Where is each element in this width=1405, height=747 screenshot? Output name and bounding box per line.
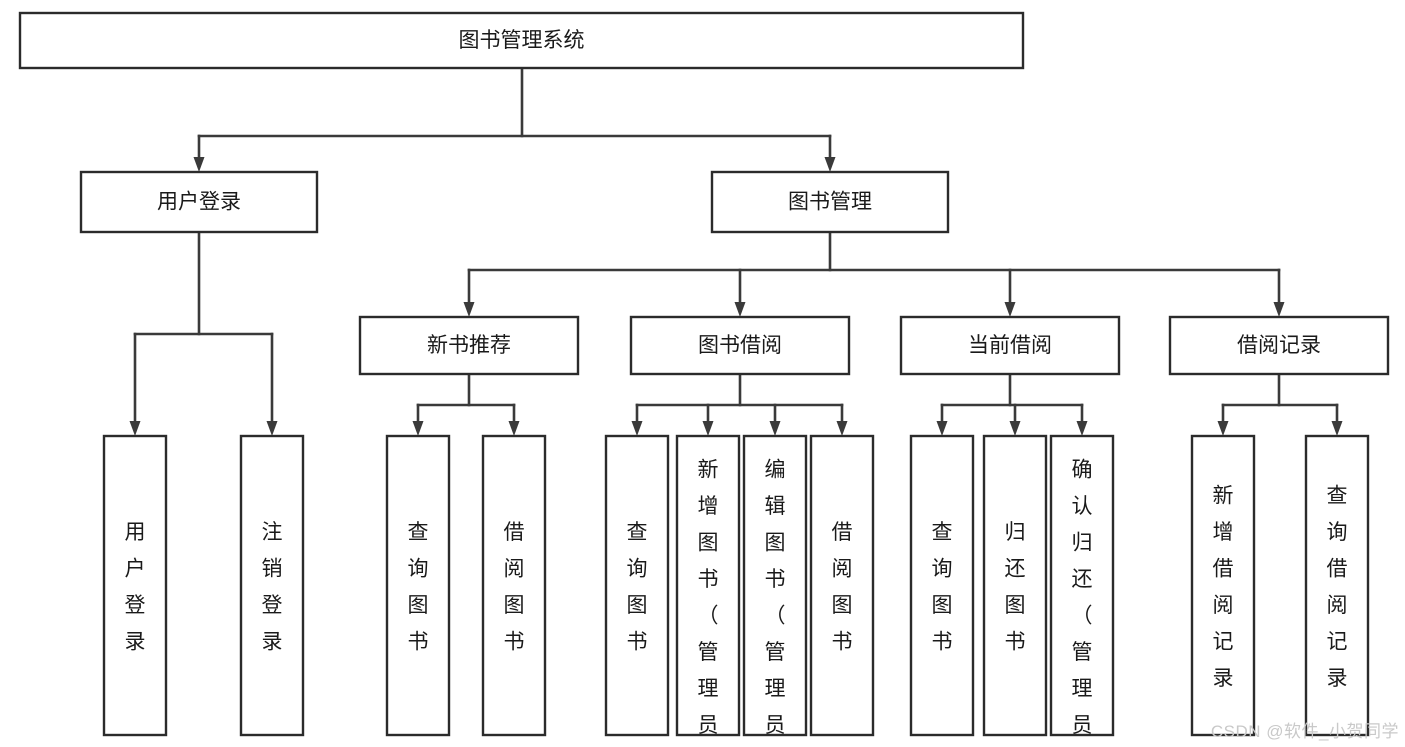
arrow-head-icon bbox=[702, 421, 714, 436]
node-label-book-borrow: 图书借阅 bbox=[698, 334, 782, 357]
node-leaf-confirm-return[interactable]: 确认归还（管理员） bbox=[1049, 434, 1115, 747]
node-label-leaf-user-logout: 注销登录 bbox=[262, 521, 283, 654]
arrow-head-icon bbox=[1273, 302, 1285, 317]
node-label-new-book-rec: 新书推荐 bbox=[427, 334, 511, 357]
arrow-head-icon bbox=[1009, 421, 1021, 436]
arrow-head-icon bbox=[824, 157, 836, 172]
node-box-leaf-borrow-book-1 bbox=[481, 434, 547, 737]
node-label-leaf-query-record: 查询借阅记录 bbox=[1327, 484, 1348, 690]
node-box-book-borrow bbox=[629, 315, 851, 376]
node-box-leaf-query-book-1 bbox=[385, 434, 451, 737]
node-label-leaf-user-login: 用户登录 bbox=[125, 521, 146, 654]
arrow-head-icon bbox=[1004, 302, 1016, 317]
node-label-leaf-add-record: 新增借阅记录 bbox=[1213, 484, 1234, 690]
csdn-watermark: CSDN @软件_小贺同学 bbox=[1210, 722, 1399, 741]
node-label-leaf-add-book: 新增图书（管理员） bbox=[698, 458, 719, 747]
node-current-borrow[interactable]: 当前借阅 bbox=[899, 315, 1121, 376]
node-box-leaf-confirm-return bbox=[1049, 434, 1115, 737]
node-box-leaf-query-record bbox=[1304, 434, 1370, 737]
node-leaf-borrow-book-1[interactable]: 借阅图书 bbox=[481, 434, 547, 737]
node-leaf-add-record[interactable]: 新增借阅记录 bbox=[1190, 434, 1256, 737]
node-label-leaf-return-book: 归还图书 bbox=[1005, 521, 1026, 654]
connector-group-current-borrow-children bbox=[936, 372, 1088, 436]
node-leaf-query-book-2[interactable]: 查询图书 bbox=[604, 434, 670, 737]
node-label-leaf-edit-book: 编辑图书（管理员） bbox=[765, 458, 786, 747]
connector-group-book-borrow-children bbox=[631, 372, 848, 436]
arrow-head-icon bbox=[129, 421, 141, 436]
node-borrow-record[interactable]: 借阅记录 bbox=[1168, 315, 1390, 376]
node-leaf-add-book[interactable]: 新增图书（管理员） bbox=[675, 434, 741, 747]
node-label-leaf-borrow-book-1: 借阅图书 bbox=[504, 521, 525, 654]
node-label-current-borrow: 当前借阅 bbox=[968, 334, 1052, 357]
node-root[interactable]: 图书管理系统 bbox=[18, 11, 1025, 70]
node-box-leaf-edit-book bbox=[742, 434, 808, 737]
node-box-user-login bbox=[79, 170, 319, 234]
arrow-head-icon bbox=[734, 302, 746, 317]
node-box-book-manage bbox=[710, 170, 950, 234]
node-leaf-query-book-1[interactable]: 查询图书 bbox=[385, 434, 451, 737]
connector-group-book-manage-children bbox=[463, 230, 1285, 317]
arrow-head-icon bbox=[412, 421, 424, 436]
arrow-head-icon bbox=[936, 421, 948, 436]
node-box-new-book-rec bbox=[358, 315, 580, 376]
node-label-borrow-record: 借阅记录 bbox=[1237, 334, 1321, 357]
arrow-head-icon bbox=[769, 421, 781, 436]
arrow-head-icon bbox=[508, 421, 520, 436]
node-label-leaf-query-book-3: 查询图书 bbox=[932, 521, 953, 654]
node-box-root bbox=[18, 11, 1025, 70]
node-box-leaf-user-login bbox=[102, 434, 168, 737]
node-leaf-query-book-3[interactable]: 查询图书 bbox=[909, 434, 975, 737]
node-label-leaf-borrow-book-2: 借阅图书 bbox=[832, 521, 853, 654]
node-book-manage[interactable]: 图书管理 bbox=[710, 170, 950, 234]
node-box-leaf-return-book bbox=[982, 434, 1048, 737]
node-box-leaf-query-book-2 bbox=[604, 434, 670, 737]
node-book-borrow[interactable]: 图书借阅 bbox=[629, 315, 851, 376]
arrow-head-icon bbox=[836, 421, 848, 436]
node-label-leaf-query-book-2: 查询图书 bbox=[627, 521, 648, 654]
connector-group-new-book-rec-children bbox=[412, 372, 520, 436]
node-box-leaf-add-book bbox=[675, 434, 741, 737]
node-box-leaf-add-record bbox=[1190, 434, 1256, 737]
connector-layer bbox=[129, 66, 1343, 436]
node-label-root: 图书管理系统 bbox=[459, 29, 585, 52]
node-label-book-manage: 图书管理 bbox=[788, 191, 872, 214]
arrow-head-icon bbox=[631, 421, 643, 436]
connector-group-user-login-children bbox=[129, 230, 278, 436]
node-leaf-edit-book[interactable]: 编辑图书（管理员） bbox=[742, 434, 808, 747]
arrow-head-icon bbox=[463, 302, 475, 317]
node-box-leaf-user-logout bbox=[239, 434, 305, 737]
connector-group-root-children bbox=[193, 66, 836, 172]
arrow-head-icon bbox=[266, 421, 278, 436]
node-leaf-user-logout[interactable]: 注销登录 bbox=[239, 434, 305, 737]
connector-group-borrow-record-children bbox=[1217, 372, 1343, 436]
node-leaf-borrow-book-2[interactable]: 借阅图书 bbox=[809, 434, 875, 737]
node-leaf-return-book[interactable]: 归还图书 bbox=[982, 434, 1048, 737]
node-leaf-user-login[interactable]: 用户登录 bbox=[102, 434, 168, 737]
node-box-leaf-borrow-book-2 bbox=[809, 434, 875, 737]
node-box-leaf-query-book-3 bbox=[909, 434, 975, 737]
arrow-head-icon bbox=[1217, 421, 1229, 436]
node-leaf-query-record[interactable]: 查询借阅记录 bbox=[1304, 434, 1370, 737]
node-label-leaf-confirm-return: 确认归还（管理员） bbox=[1072, 458, 1093, 747]
node-box-borrow-record bbox=[1168, 315, 1390, 376]
node-label-leaf-query-book-1: 查询图书 bbox=[408, 521, 429, 654]
node-label-user-login: 用户登录 bbox=[157, 191, 241, 214]
arrow-head-icon bbox=[1331, 421, 1343, 436]
arrow-head-icon bbox=[1076, 421, 1088, 436]
node-box-current-borrow bbox=[899, 315, 1121, 376]
arrow-head-icon bbox=[193, 157, 205, 172]
node-layer: 图书管理系统用户登录图书管理新书推荐图书借阅当前借阅借阅记录用户登录注销登录查询… bbox=[18, 11, 1390, 747]
node-user-login[interactable]: 用户登录 bbox=[79, 170, 319, 234]
node-new-book-rec[interactable]: 新书推荐 bbox=[358, 315, 580, 376]
